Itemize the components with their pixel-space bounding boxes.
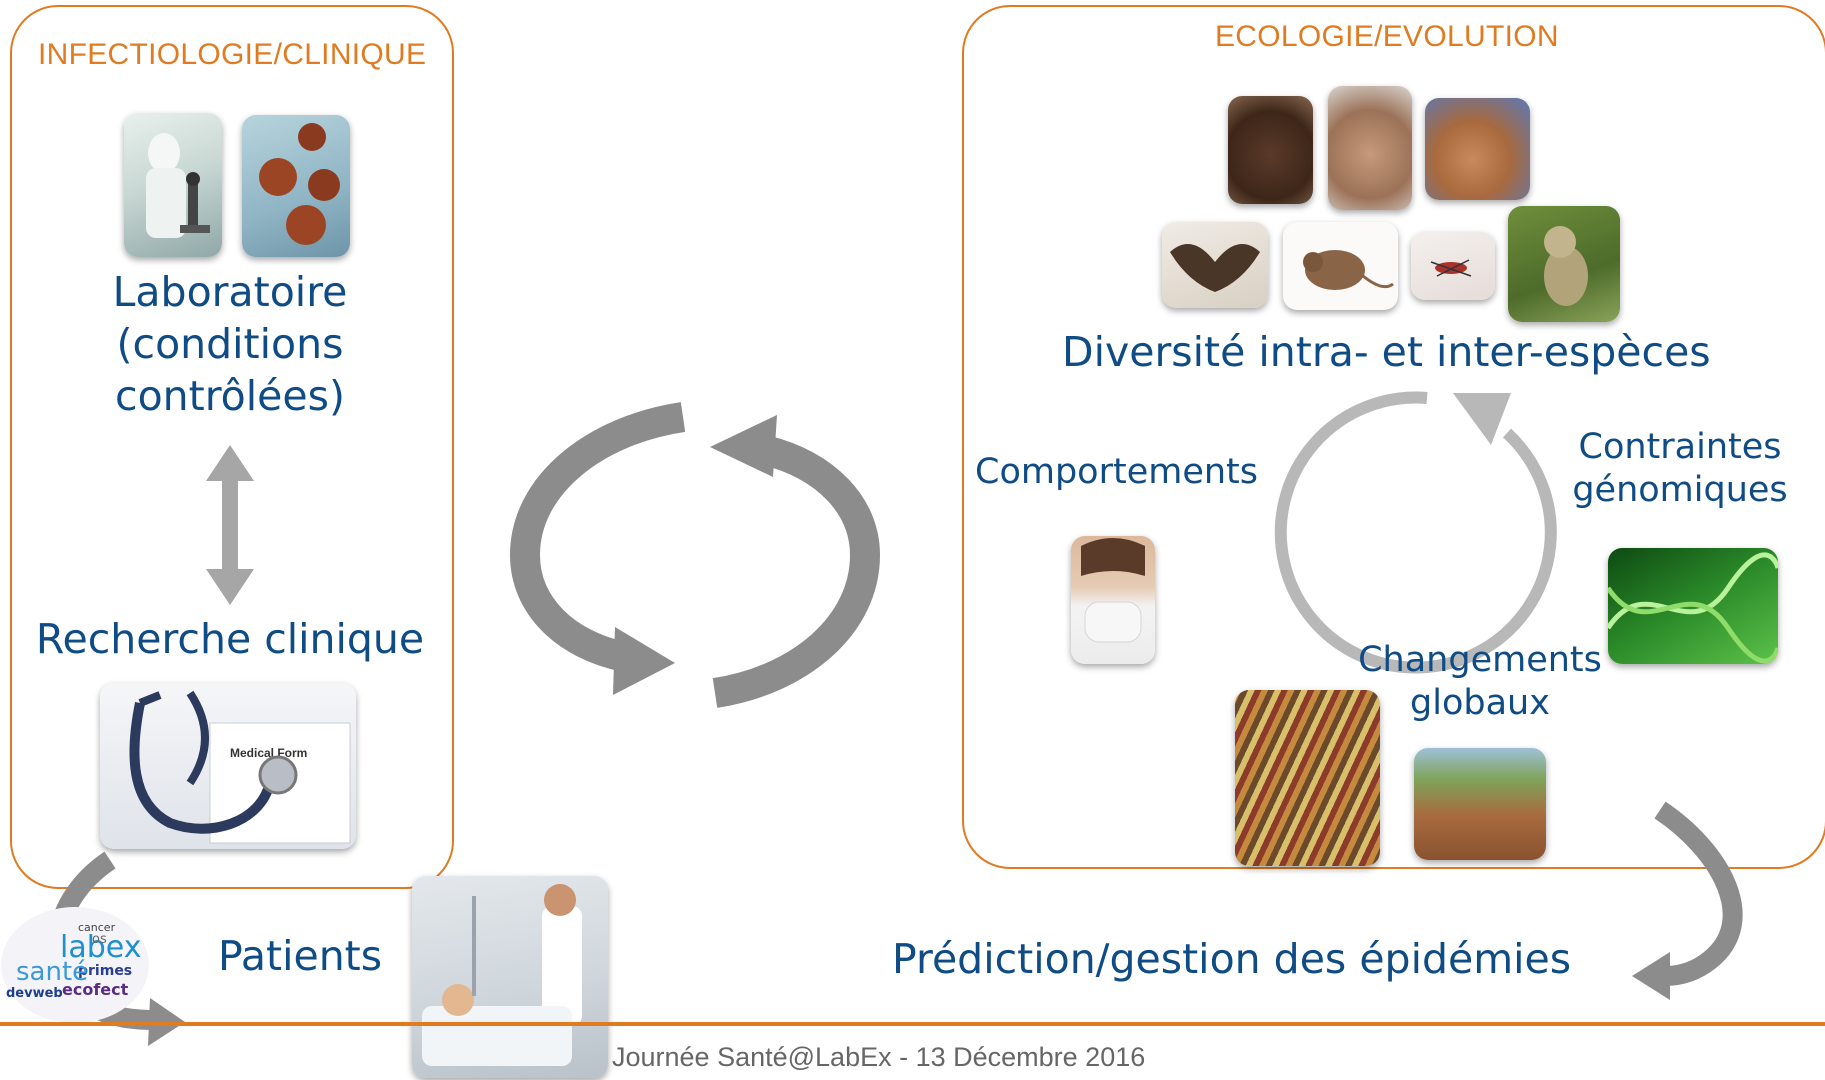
curved-arrow-to-prediction-icon (1632, 801, 1743, 1000)
bat-photo (1162, 222, 1268, 308)
footer-text: Journée Santé@LabEx - 13 Décembre 2016 (612, 1042, 1146, 1072)
global-changes-line1: Changements (1358, 640, 1602, 680)
behaviours-label: Comportements (975, 452, 1258, 492)
rodent-photo (1283, 222, 1398, 310)
monkey-photo (1508, 206, 1620, 322)
lab-label-line1: Laboratoire (112, 268, 348, 316)
cycle-arrows-icon (509, 402, 881, 708)
diversity-label: Diversité intra- et inter-espèces (1062, 328, 1711, 376)
virus-micrograph-photo (242, 115, 350, 257)
child-face-photo (1228, 96, 1313, 204)
wordcloud-sante: santé (16, 957, 88, 987)
patients-label: Patients (218, 932, 383, 980)
market-crowd-photo (1235, 690, 1380, 866)
woman-hat-face-photo (1425, 98, 1530, 200)
infectiology-title: INFECTIOLOGIE/CLINIQUE (38, 38, 427, 71)
hospital-patient-photo (412, 876, 608, 1078)
clinical-research-label: Recherche clinique (35, 615, 425, 663)
global-changes-line2: globaux (1410, 683, 1550, 723)
infectiology-panel (10, 5, 454, 889)
wordcloud-primes: primes (78, 963, 132, 979)
masked-face-photo (1071, 536, 1155, 664)
wordcloud-labex: labex (60, 930, 141, 965)
wordcloud-devweb: devweb (6, 986, 63, 1001)
elderly-man-face-photo (1328, 86, 1412, 210)
wordcloud-os: os (92, 932, 107, 947)
footer-divider (0, 1022, 1825, 1026)
double-arrow-icon (206, 445, 254, 605)
wordcloud-cancer: cancer (78, 921, 116, 934)
genomic-label-line1: Contraintes (1578, 427, 1782, 467)
circular-arrow-icon (1274, 391, 1557, 674)
medical-form-photo: Medical Form (100, 683, 356, 849)
medical-form-label: Medical Form (230, 746, 307, 760)
lab-label-line3: contrôlées) (115, 372, 345, 420)
genomic-label-line2: génomiques (1572, 470, 1788, 510)
prediction-label: Prédiction/gestion des épidémies (892, 935, 1572, 983)
lab-researcher-photo (124, 113, 222, 257)
dna-helix-photo (1608, 548, 1778, 664)
wordcloud-ecofect: ecofect (62, 980, 129, 999)
ecology-panel (962, 5, 1825, 869)
deforestation-photo (1414, 748, 1546, 860)
lab-label-line2: (conditions (116, 320, 344, 368)
ecology-title: ECOLOGIE/EVOLUTION (1215, 20, 1559, 53)
mosquito-photo (1411, 232, 1495, 300)
labex-wordcloud-logo: labex primes santé ecofect devweb cancer… (0, 905, 150, 1025)
